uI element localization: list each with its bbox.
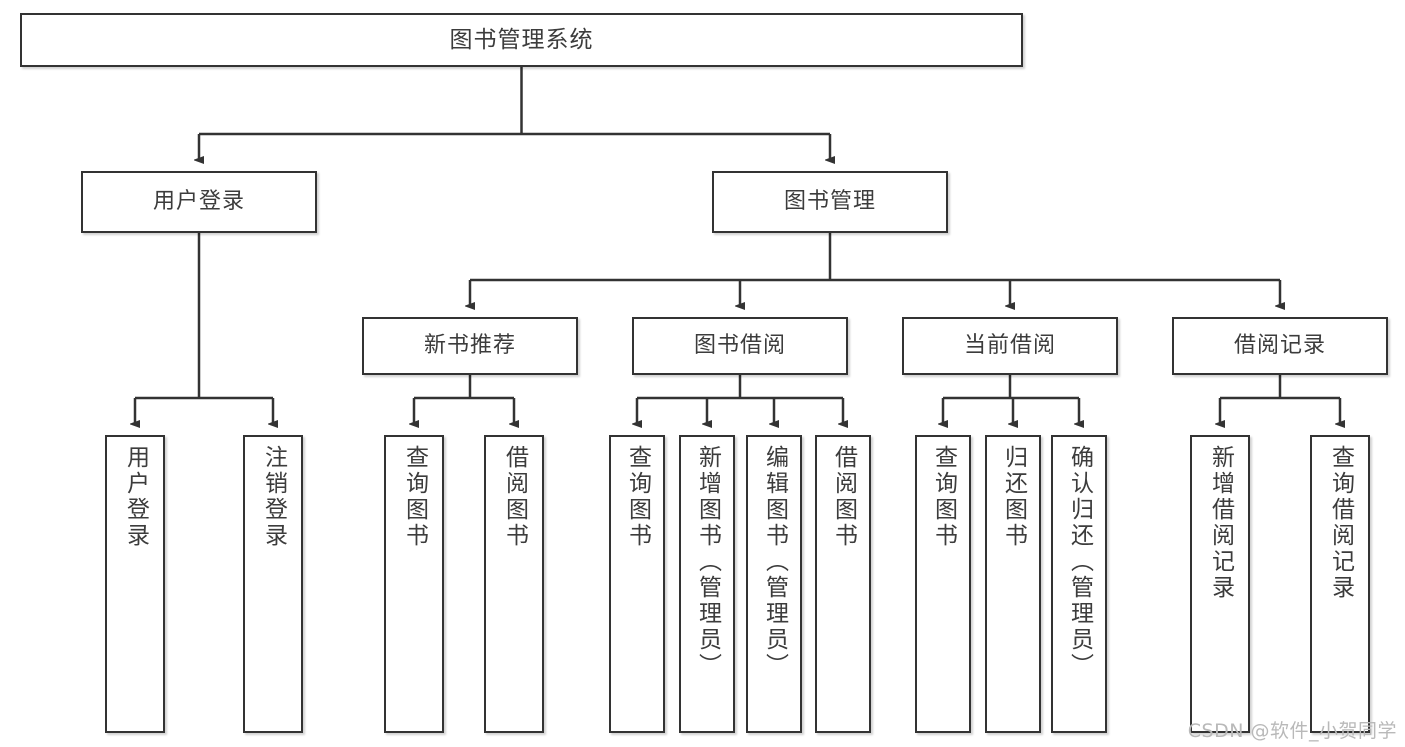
- node-leaf-borrow-book-1[interactable]: 借阅图书: [484, 435, 544, 733]
- node-label: 借阅图书: [501, 445, 528, 549]
- node-label: 新增图书（管理员）: [694, 445, 721, 679]
- node-label: 图书借阅: [693, 332, 786, 358]
- node-leaf-add-borrow-record[interactable]: 新增借阅记录: [1190, 435, 1250, 733]
- node-root[interactable]: 图书管理系统: [20, 13, 1023, 67]
- node-label: 图书管理: [783, 188, 876, 214]
- node-label: 编辑图书（管理员）: [761, 445, 788, 679]
- node-borrow-record[interactable]: 借阅记录: [1172, 317, 1388, 375]
- node-label: 用户登录: [152, 188, 245, 214]
- node-leaf-borrow-book-2[interactable]: 借阅图书: [815, 435, 871, 733]
- node-label: 确认归还（管理员）: [1066, 445, 1093, 679]
- node-label: 注销登录: [260, 445, 287, 549]
- node-leaf-return-book[interactable]: 归还图书: [985, 435, 1041, 733]
- node-leaf-query-book-1[interactable]: 查询图书: [384, 435, 444, 733]
- node-leaf-query-book-2[interactable]: 查询图书: [609, 435, 665, 733]
- node-label: 查询图书: [401, 445, 428, 549]
- node-leaf-query-book-3[interactable]: 查询图书: [915, 435, 971, 733]
- node-label: 新书推荐: [423, 332, 516, 358]
- node-label: 用户登录: [122, 445, 149, 549]
- node-label: 当前借阅: [963, 332, 1056, 358]
- node-leaf-query-borrow-record[interactable]: 查询借阅记录: [1310, 435, 1370, 733]
- node-label: 借阅图书: [830, 445, 857, 549]
- node-current-borrow[interactable]: 当前借阅: [902, 317, 1118, 375]
- node-label: 图书管理系统: [449, 26, 594, 53]
- node-leaf-add-book[interactable]: 新增图书（管理员）: [679, 435, 735, 733]
- node-leaf-edit-book[interactable]: 编辑图书（管理员）: [746, 435, 802, 733]
- watermark-label: CSDN @软件_小贺同学: [1187, 720, 1397, 742]
- node-book-manage[interactable]: 图书管理: [712, 171, 948, 233]
- node-book-borrow[interactable]: 图书借阅: [632, 317, 848, 375]
- node-leaf-user-login[interactable]: 用户登录: [105, 435, 165, 733]
- node-user-login[interactable]: 用户登录: [81, 171, 317, 233]
- node-label: 借阅记录: [1233, 332, 1326, 358]
- node-new-book-recommend[interactable]: 新书推荐: [362, 317, 578, 375]
- node-label: 查询图书: [930, 445, 957, 549]
- node-label: 查询借阅记录: [1327, 445, 1354, 601]
- node-label: 查询图书: [624, 445, 651, 549]
- node-leaf-confirm-return[interactable]: 确认归还（管理员）: [1051, 435, 1107, 733]
- node-label: 新增借阅记录: [1207, 445, 1234, 601]
- node-leaf-logout-login[interactable]: 注销登录: [243, 435, 303, 733]
- node-label: 归还图书: [1000, 445, 1027, 549]
